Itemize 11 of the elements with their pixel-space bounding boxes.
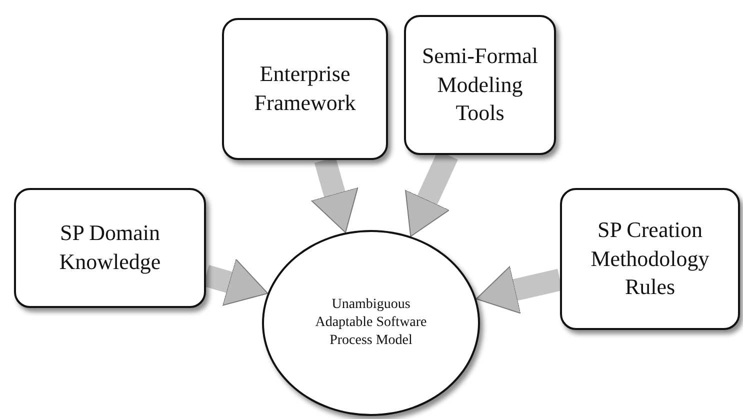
input-box (404, 15, 556, 155)
input-box (14, 188, 206, 308)
node-label: Semi-Formal Modeling Tools (420, 42, 540, 128)
node-label: Unambiguous Adaptable Software Process Model (314, 296, 428, 350)
input-box (560, 188, 740, 330)
input-box (222, 18, 388, 160)
node-label: SP Creation Methodology Rules (590, 216, 710, 302)
node-label: Enterprise Framework (253, 60, 357, 117)
block-arrow (476, 266, 562, 314)
block-arrow (311, 157, 358, 234)
node-label: SP Domain Knowledge (58, 219, 162, 276)
